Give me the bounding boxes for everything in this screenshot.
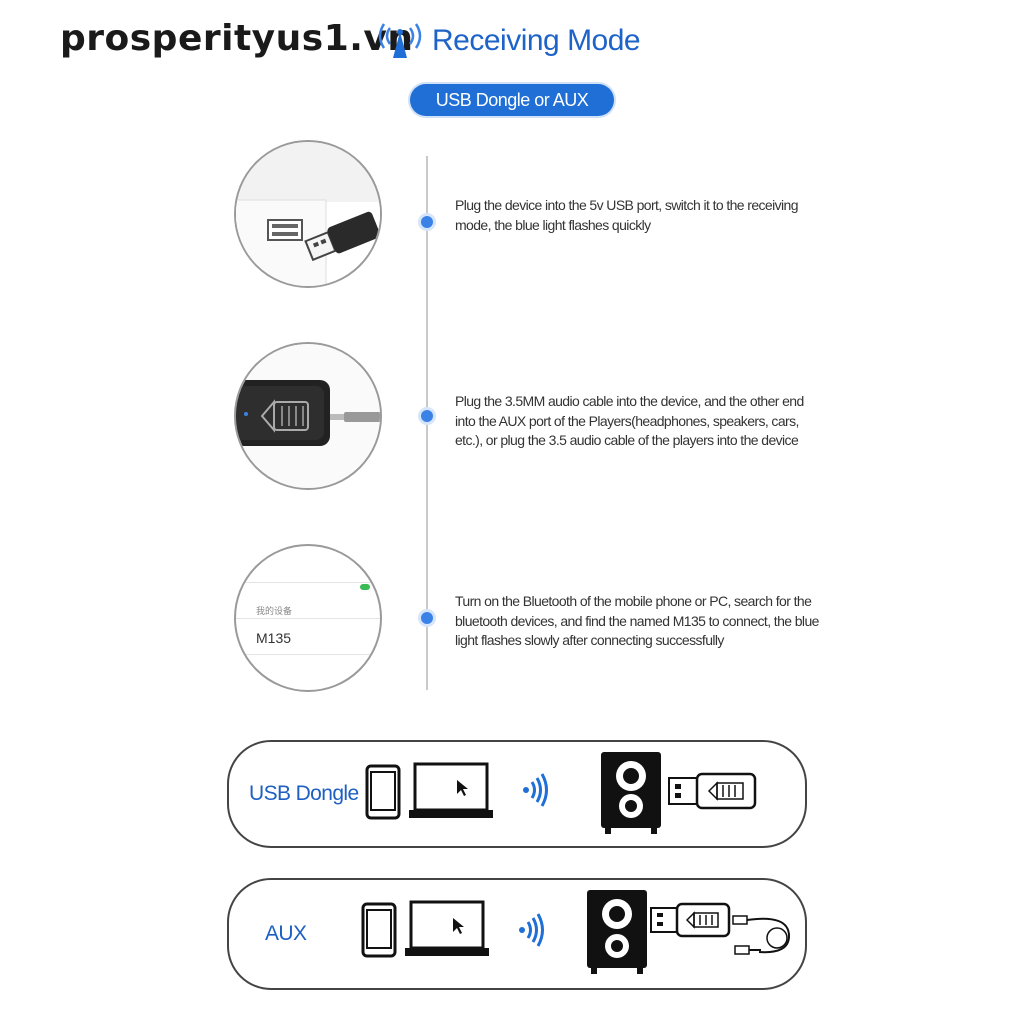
step-3-text: Turn on the Bluetooth of the mobile phon… bbox=[455, 593, 819, 648]
bluetooth-signal-icon bbox=[523, 773, 548, 807]
laptop-icon bbox=[405, 900, 489, 956]
timeline-dot bbox=[421, 612, 433, 624]
speaker-icon bbox=[601, 752, 661, 834]
antenna-signal-icon bbox=[378, 23, 422, 58]
usb-dongle-icon bbox=[668, 772, 757, 810]
list-divider bbox=[236, 618, 380, 619]
aux-device-illustration bbox=[236, 344, 380, 488]
list-divider bbox=[236, 654, 380, 655]
watermark-text: prosperityus1.vn bbox=[60, 18, 414, 59]
phone-icon bbox=[365, 764, 401, 820]
list-divider bbox=[236, 582, 380, 583]
page-title: Receiving Mode bbox=[432, 24, 641, 57]
usb-dongle-mode-box: USB Dongle bbox=[227, 740, 807, 848]
bluetooth-signal-icon bbox=[519, 913, 544, 947]
timeline-line bbox=[426, 156, 428, 690]
bluetooth-list-photo: 我的设备 M135 bbox=[234, 544, 382, 692]
usb-port-photo bbox=[234, 140, 382, 288]
aux-mode-box: AUX bbox=[227, 878, 807, 990]
screen-section-label: 我的设备 bbox=[256, 606, 293, 616]
timeline-dot bbox=[421, 216, 433, 228]
aux-dongle-cable-icon bbox=[650, 902, 791, 955]
step-1-text: Plug the device into the 5v USB port, sw… bbox=[455, 197, 799, 233]
timeline-dot bbox=[421, 410, 433, 422]
usb-port-illustration bbox=[236, 142, 380, 286]
aux-label: AUX bbox=[265, 922, 307, 945]
usb-dongle-label: USB Dongle bbox=[249, 782, 359, 805]
speaker-icon bbox=[587, 890, 647, 974]
phone-icon bbox=[361, 902, 397, 958]
laptop-icon bbox=[409, 762, 493, 818]
step-2-text: Plug the 3.5MM audio cable into the devi… bbox=[455, 393, 804, 448]
toggle-indicator bbox=[360, 584, 370, 590]
mode-pill: USB Dongle or AUX bbox=[410, 84, 614, 116]
aux-cable-photo bbox=[234, 342, 382, 490]
screen-device-name: M135 bbox=[256, 630, 292, 646]
